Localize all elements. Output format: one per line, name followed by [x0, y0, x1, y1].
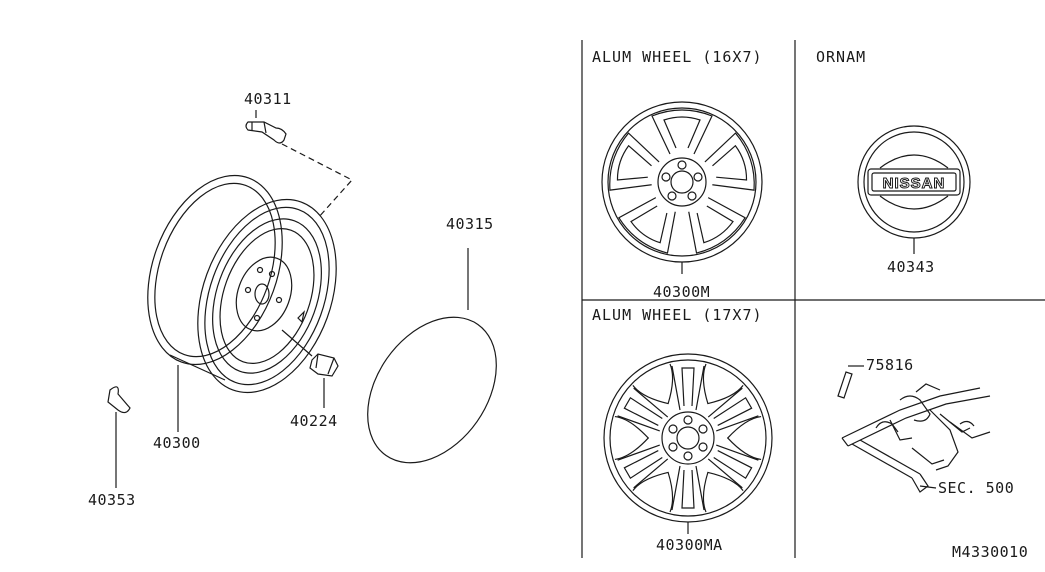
valve-dashed-leader	[281, 143, 353, 219]
lug-nut-40224	[281, 329, 339, 408]
alloy-wheel-17x7-40300MA	[603, 353, 773, 534]
wheel-cover-40315	[367, 248, 497, 464]
part-label-40224: 40224	[290, 412, 338, 430]
center-ornament-40343	[857, 125, 971, 254]
part-label-40300MA: 40300MA	[656, 536, 723, 554]
panel-title-ornam: ORNAM	[816, 48, 867, 66]
alloy-wheel-16x7-40300M	[601, 101, 763, 274]
part-label-40311: 40311	[244, 90, 292, 108]
part-label-40300M: 40300M	[653, 283, 711, 301]
balance-weight-40353	[107, 386, 131, 488]
nissan-logo-text: NISSAN	[883, 175, 946, 192]
panel-dividers	[581, 40, 1045, 558]
steel-wheel-40300	[147, 174, 337, 394]
part-label-40315: 40315	[446, 215, 494, 233]
diagram-code: M4330010	[952, 543, 1029, 561]
spare-carrier-frame	[837, 365, 991, 493]
panel-title-alum-16: ALUM WHEEL (16X7)	[592, 48, 763, 66]
part-label-40300: 40300	[153, 434, 201, 452]
part-label-40343: 40343	[887, 258, 935, 276]
part-label-40353: 40353	[88, 491, 136, 509]
panel-title-alum-17: ALUM WHEEL (17X7)	[592, 306, 763, 324]
part-label-75816: 75816	[866, 356, 914, 374]
valve-stem-40311	[245, 110, 287, 144]
part-label-sec500: SEC. 500	[938, 479, 1015, 497]
